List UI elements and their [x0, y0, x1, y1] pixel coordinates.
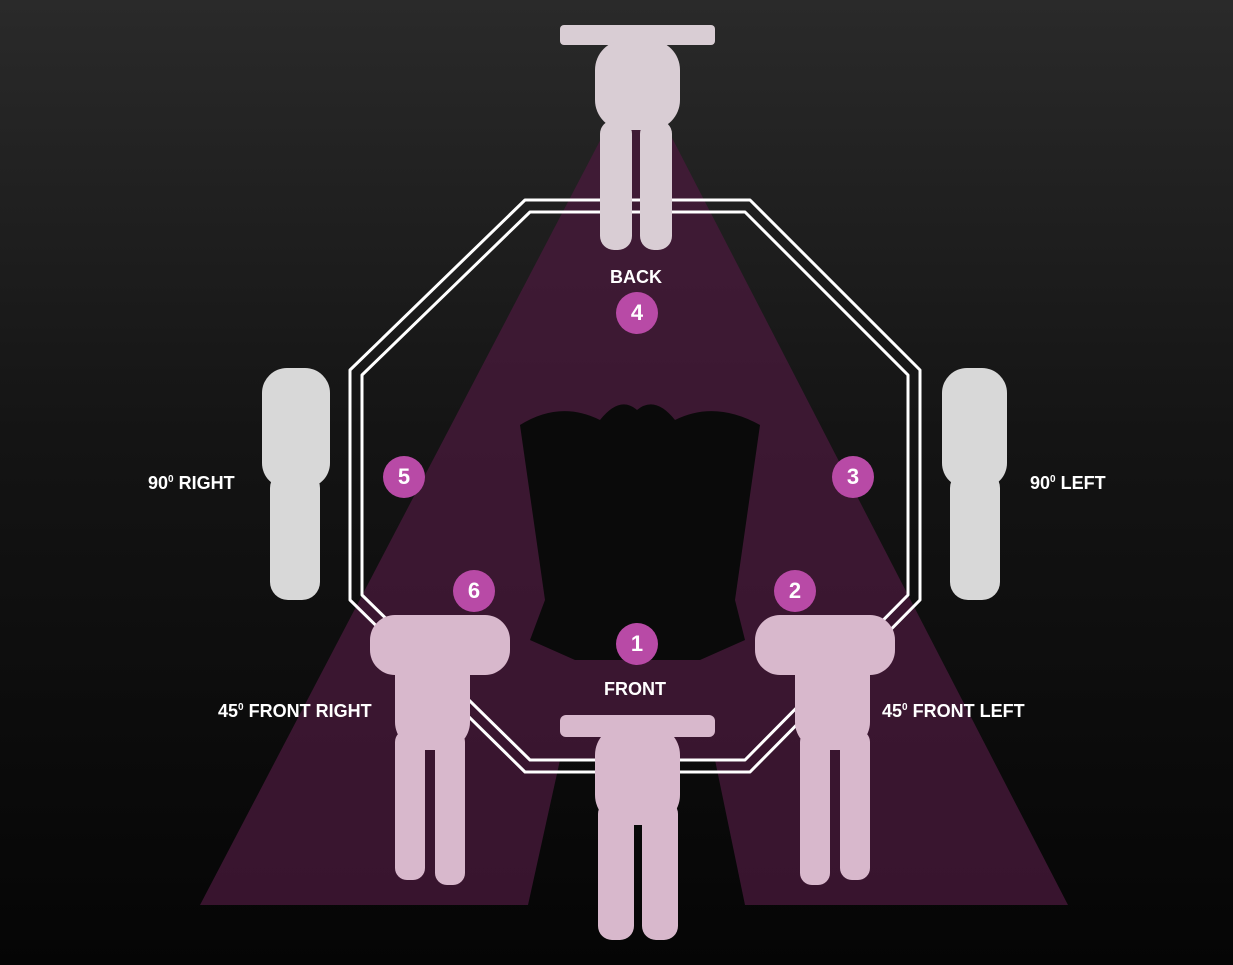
label-45-front-left: 450 FRONT LEFT: [882, 701, 1025, 721]
label-90-left: 900 LEFT: [1030, 473, 1106, 493]
position-badge-3: 3: [832, 456, 874, 498]
position-badge-2: 2: [774, 570, 816, 612]
position-badge-6: 6: [453, 570, 495, 612]
figure-back: [560, 25, 715, 250]
octagon-inner: [360, 210, 910, 762]
position-badge-4: 4: [616, 292, 658, 334]
beam-cutout: [520, 404, 760, 660]
octagon-outer: [348, 198, 922, 774]
label-45-front-right: 450 FRONT RIGHT: [218, 701, 372, 721]
label-front: FRONT: [604, 679, 666, 699]
position-badge-5: 5: [383, 456, 425, 498]
label-90-right: 900 RIGHT: [148, 473, 235, 493]
position-badge-1: 1: [616, 623, 658, 665]
figure-45-front-right: [370, 615, 510, 885]
label-back: BACK: [610, 267, 662, 287]
figure-90-left: [942, 368, 1007, 600]
figure-90-right: [262, 368, 330, 600]
figure-45-front-left: [755, 615, 895, 885]
figure-front: [560, 715, 715, 940]
